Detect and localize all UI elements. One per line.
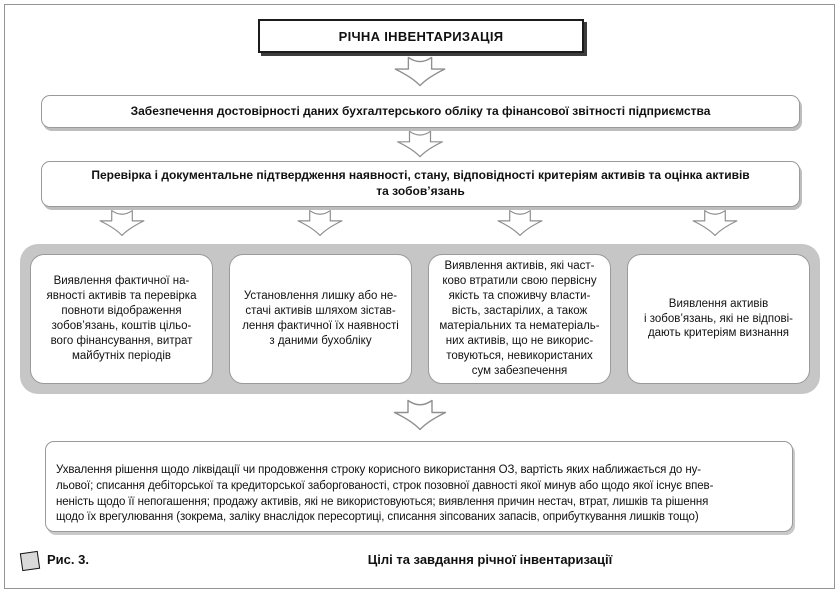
task-box-text: Виявлення активів і зобов’язань, які не … xyxy=(643,297,793,340)
diagram-title-text: РІЧНА ІНВЕНТАРИЗАЦІЯ xyxy=(338,28,504,44)
figure-number: Рис. 3. xyxy=(47,552,89,567)
diagram-title-box: РІЧНА ІНВЕНТАРИЗАЦІЯ xyxy=(258,19,584,53)
figure-marker-icon xyxy=(19,550,41,572)
task-box-surplus-shortage: Установлення лишку або не- стачі активів… xyxy=(229,254,412,384)
down-arrow-icon xyxy=(98,209,146,237)
check-bar: Перевірка і документальне підтвердження … xyxy=(41,161,800,207)
figure-caption: Рис. 3. Цілі та завдання річної інвентар… xyxy=(0,550,839,574)
goal-bar: Забезпечення достовірності даних бухгалт… xyxy=(41,95,800,128)
tasks-group-container: Виявлення фактичної на- явності активів … xyxy=(20,244,820,394)
goal-bar-text: Забезпечення достовірності даних бухгалт… xyxy=(130,103,711,118)
task-box-actual-availability: Виявлення фактичної на- явності активів … xyxy=(30,254,213,384)
task-box-recognition-criteria: Виявлення активів і зобов’язань, які не … xyxy=(627,254,810,384)
decision-box-text: Ухвалення рішення щодо ліквідації чи про… xyxy=(56,463,714,524)
down-arrow-icon xyxy=(392,398,448,432)
task-box-impaired-assets: Виявлення активів, які част- ково втрати… xyxy=(428,254,611,384)
down-arrow-icon xyxy=(496,209,544,237)
down-arrow-icon xyxy=(392,130,448,158)
decision-box: Ухвалення рішення щодо ліквідації чи про… xyxy=(45,441,793,533)
down-arrow-icon xyxy=(392,56,448,87)
check-bar-text: Перевірка і документальне підтвердження … xyxy=(91,168,750,198)
task-box-text: Виявлення активів, які част- ково втрати… xyxy=(439,260,600,377)
figure-title: Цілі та завдання річної інвентаризації xyxy=(367,552,613,567)
task-box-text: Установлення лишку або не- стачі активів… xyxy=(242,290,399,347)
task-box-text: Виявлення фактичної на- явності активів … xyxy=(46,275,197,362)
down-arrow-icon xyxy=(296,209,344,237)
down-arrow-icon xyxy=(691,209,739,237)
